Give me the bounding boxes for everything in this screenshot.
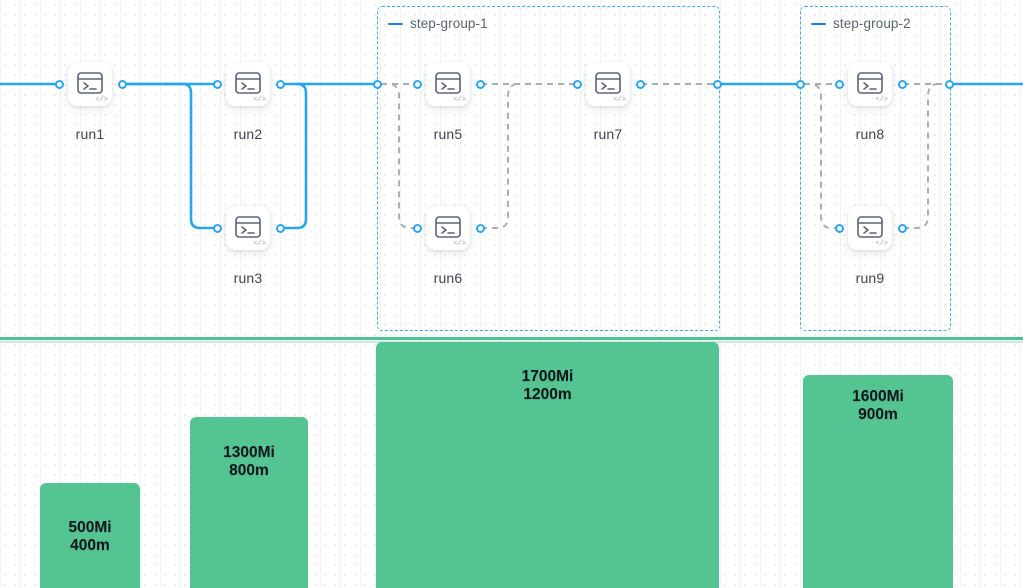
resource-bar-1-memory: 500Mi xyxy=(68,519,112,536)
resource-bar-2-cpu: 800m xyxy=(229,462,269,479)
port-run2-output[interactable] xyxy=(276,80,285,89)
code-icon: </> xyxy=(875,240,888,248)
code-icon: </> xyxy=(95,96,108,104)
node-label-run2: run2 xyxy=(233,126,263,142)
group-label-step-group-1[interactable]: step-group-1 xyxy=(388,16,488,31)
resource-bar-1-cpu: 400m xyxy=(70,537,110,554)
node-label-run5: run5 xyxy=(433,126,463,142)
port-run7-input[interactable] xyxy=(573,80,582,89)
node-run1[interactable]: </> xyxy=(68,62,112,106)
port-run6-input[interactable] xyxy=(413,224,422,233)
node-label-run8: run8 xyxy=(855,126,885,142)
port-run5-output[interactable] xyxy=(476,80,485,89)
edge-run1-run3 xyxy=(120,82,220,230)
terminal-icon xyxy=(77,72,103,94)
edge-run3-out xyxy=(279,82,308,230)
port-run7-output[interactable] xyxy=(636,80,645,89)
resource-bar-1[interactable]: 500Mi 400m xyxy=(40,483,140,588)
resource-bar-2[interactable]: 1300Mi 800m xyxy=(190,417,308,588)
code-icon: </> xyxy=(453,240,466,248)
code-icon: </> xyxy=(253,240,266,248)
terminal-icon xyxy=(435,216,461,238)
node-run3[interactable]: </> xyxy=(226,206,270,250)
edge-run6-join xyxy=(481,83,518,229)
port-run9-output[interactable] xyxy=(898,224,907,233)
group-step-group-1[interactable] xyxy=(377,6,720,331)
node-run8[interactable]: </> xyxy=(848,62,892,106)
resource-bar-3-memory: 1700Mi xyxy=(521,368,574,385)
terminal-icon xyxy=(857,216,883,238)
resource-bar-3[interactable]: 1700Mi 1200m xyxy=(376,342,719,588)
group-title: step-group-1 xyxy=(410,16,488,31)
node-label-run9: run9 xyxy=(855,270,885,286)
node-label-run6: run6 xyxy=(433,270,463,286)
port-run1-output[interactable] xyxy=(118,80,127,89)
edge-g2in-run9 xyxy=(804,83,840,229)
resource-bar-4-memory: 1600Mi xyxy=(852,388,904,405)
port-group2-output[interactable] xyxy=(945,80,954,89)
edge-g1in-run6 xyxy=(381,83,418,229)
code-icon: </> xyxy=(613,96,626,104)
resource-bar-4-cpu: 900m xyxy=(858,406,898,423)
port-run9-input[interactable] xyxy=(835,224,844,233)
code-icon: </> xyxy=(453,96,466,104)
resource-bar-2-memory: 1300Mi xyxy=(223,444,275,461)
terminal-icon xyxy=(435,72,461,94)
node-run9[interactable]: </> xyxy=(848,206,892,250)
resource-divider xyxy=(0,337,1023,340)
terminal-icon xyxy=(595,72,621,94)
node-run7[interactable]: </> xyxy=(586,62,630,106)
resource-bar-4[interactable]: 1600Mi 900m xyxy=(803,375,953,588)
node-label-run7: run7 xyxy=(593,126,623,142)
port-run8-input[interactable] xyxy=(835,80,844,89)
minus-icon[interactable] xyxy=(811,22,826,25)
port-group2-input[interactable] xyxy=(796,80,805,89)
port-group1-output[interactable] xyxy=(713,80,722,89)
port-run8-output[interactable] xyxy=(898,80,907,89)
port-group1-input[interactable] xyxy=(373,80,382,89)
port-run3-input[interactable] xyxy=(213,224,222,233)
node-label-run1: run1 xyxy=(75,126,105,142)
port-run2-input[interactable] xyxy=(213,80,222,89)
node-label-run3: run3 xyxy=(233,270,263,286)
group-label-step-group-2[interactable]: step-group-2 xyxy=(811,16,911,31)
terminal-icon xyxy=(857,72,883,94)
node-run2[interactable]: </> xyxy=(226,62,270,106)
group-title: step-group-2 xyxy=(833,16,911,31)
port-run5-input[interactable] xyxy=(413,80,422,89)
code-icon: </> xyxy=(875,96,888,104)
port-run6-output[interactable] xyxy=(476,224,485,233)
node-run6[interactable]: </> xyxy=(426,206,470,250)
code-icon: </> xyxy=(253,96,266,104)
port-run1-input[interactable] xyxy=(55,80,64,89)
resource-bar-3-cpu: 1200m xyxy=(523,386,572,403)
terminal-icon xyxy=(235,72,261,94)
terminal-icon xyxy=(235,216,261,238)
group-step-group-2[interactable] xyxy=(800,6,951,331)
minus-icon[interactable] xyxy=(388,22,403,25)
node-run5[interactable]: </> xyxy=(426,62,470,106)
port-run3-output[interactable] xyxy=(276,224,285,233)
